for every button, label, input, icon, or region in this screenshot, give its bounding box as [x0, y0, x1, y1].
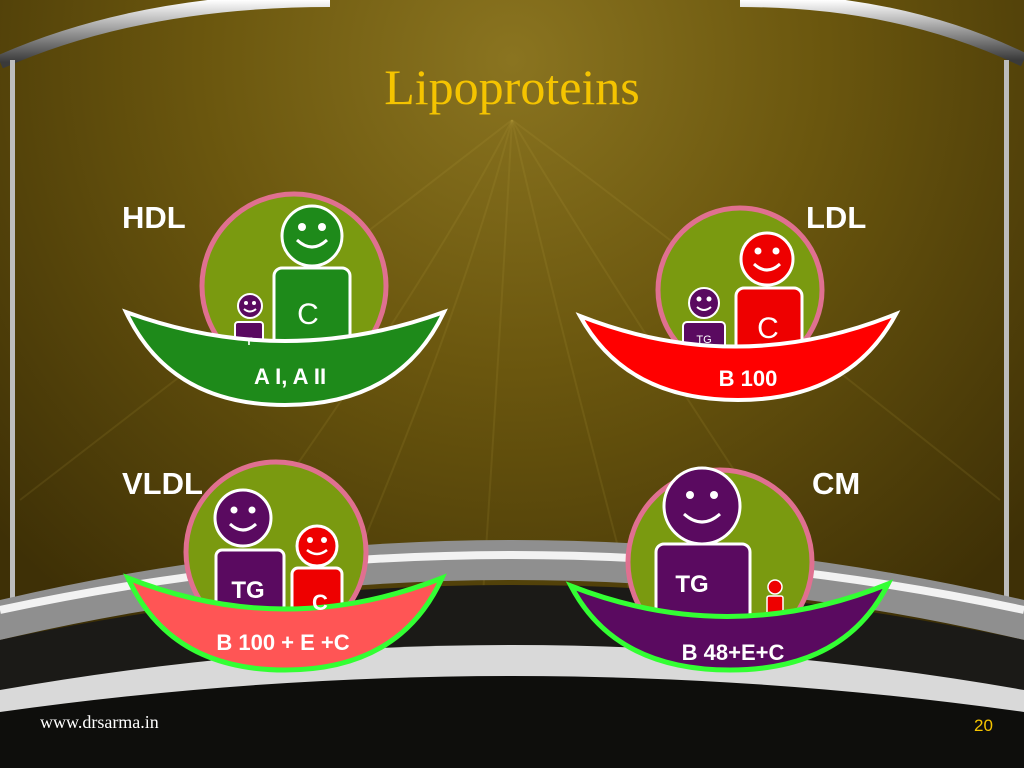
vldl-apoprotein-bowl: [123, 573, 447, 673]
cm-apo-label: B 48+E+C: [682, 640, 785, 665]
ldl-diagram: [575, 205, 901, 403]
cm-big-letter: TG: [675, 571, 708, 598]
hdl-apoprotein-bowl: [122, 308, 448, 408]
slide-title: Lipoproteins: [384, 59, 640, 115]
hdl-big-letter: C: [297, 298, 319, 331]
vldl-diagram: [123, 459, 447, 673]
vldl-small-letter: C: [312, 590, 328, 615]
cm-diagram: [565, 466, 894, 673]
ldl-apoprotein-bowl: [575, 310, 901, 403]
hdl-diagram: [122, 191, 448, 408]
page-number: 20: [974, 716, 993, 735]
cm-apoprotein-bowl: [565, 579, 894, 673]
ldl-big-letter: C: [757, 312, 779, 345]
ldl-label: LDL: [806, 200, 867, 235]
ldl-apo-label: B 100: [719, 366, 778, 391]
hdl-smiley-face: [280, 204, 344, 268]
ldl-small-letter: TG: [696, 334, 711, 346]
vldl-big-letter: TG: [231, 577, 264, 604]
vldl-apo-label: B 100 + E +C: [216, 630, 349, 655]
cm-label: CM: [812, 466, 861, 501]
vldl-label: VLDL: [122, 466, 203, 501]
hdl-small-letter: T: [246, 336, 253, 348]
footer-url[interactable]: www.drsarma.in: [40, 712, 159, 732]
hdl-label: HDL: [122, 200, 186, 235]
hdl-apo-label: A I, A II: [254, 364, 326, 389]
